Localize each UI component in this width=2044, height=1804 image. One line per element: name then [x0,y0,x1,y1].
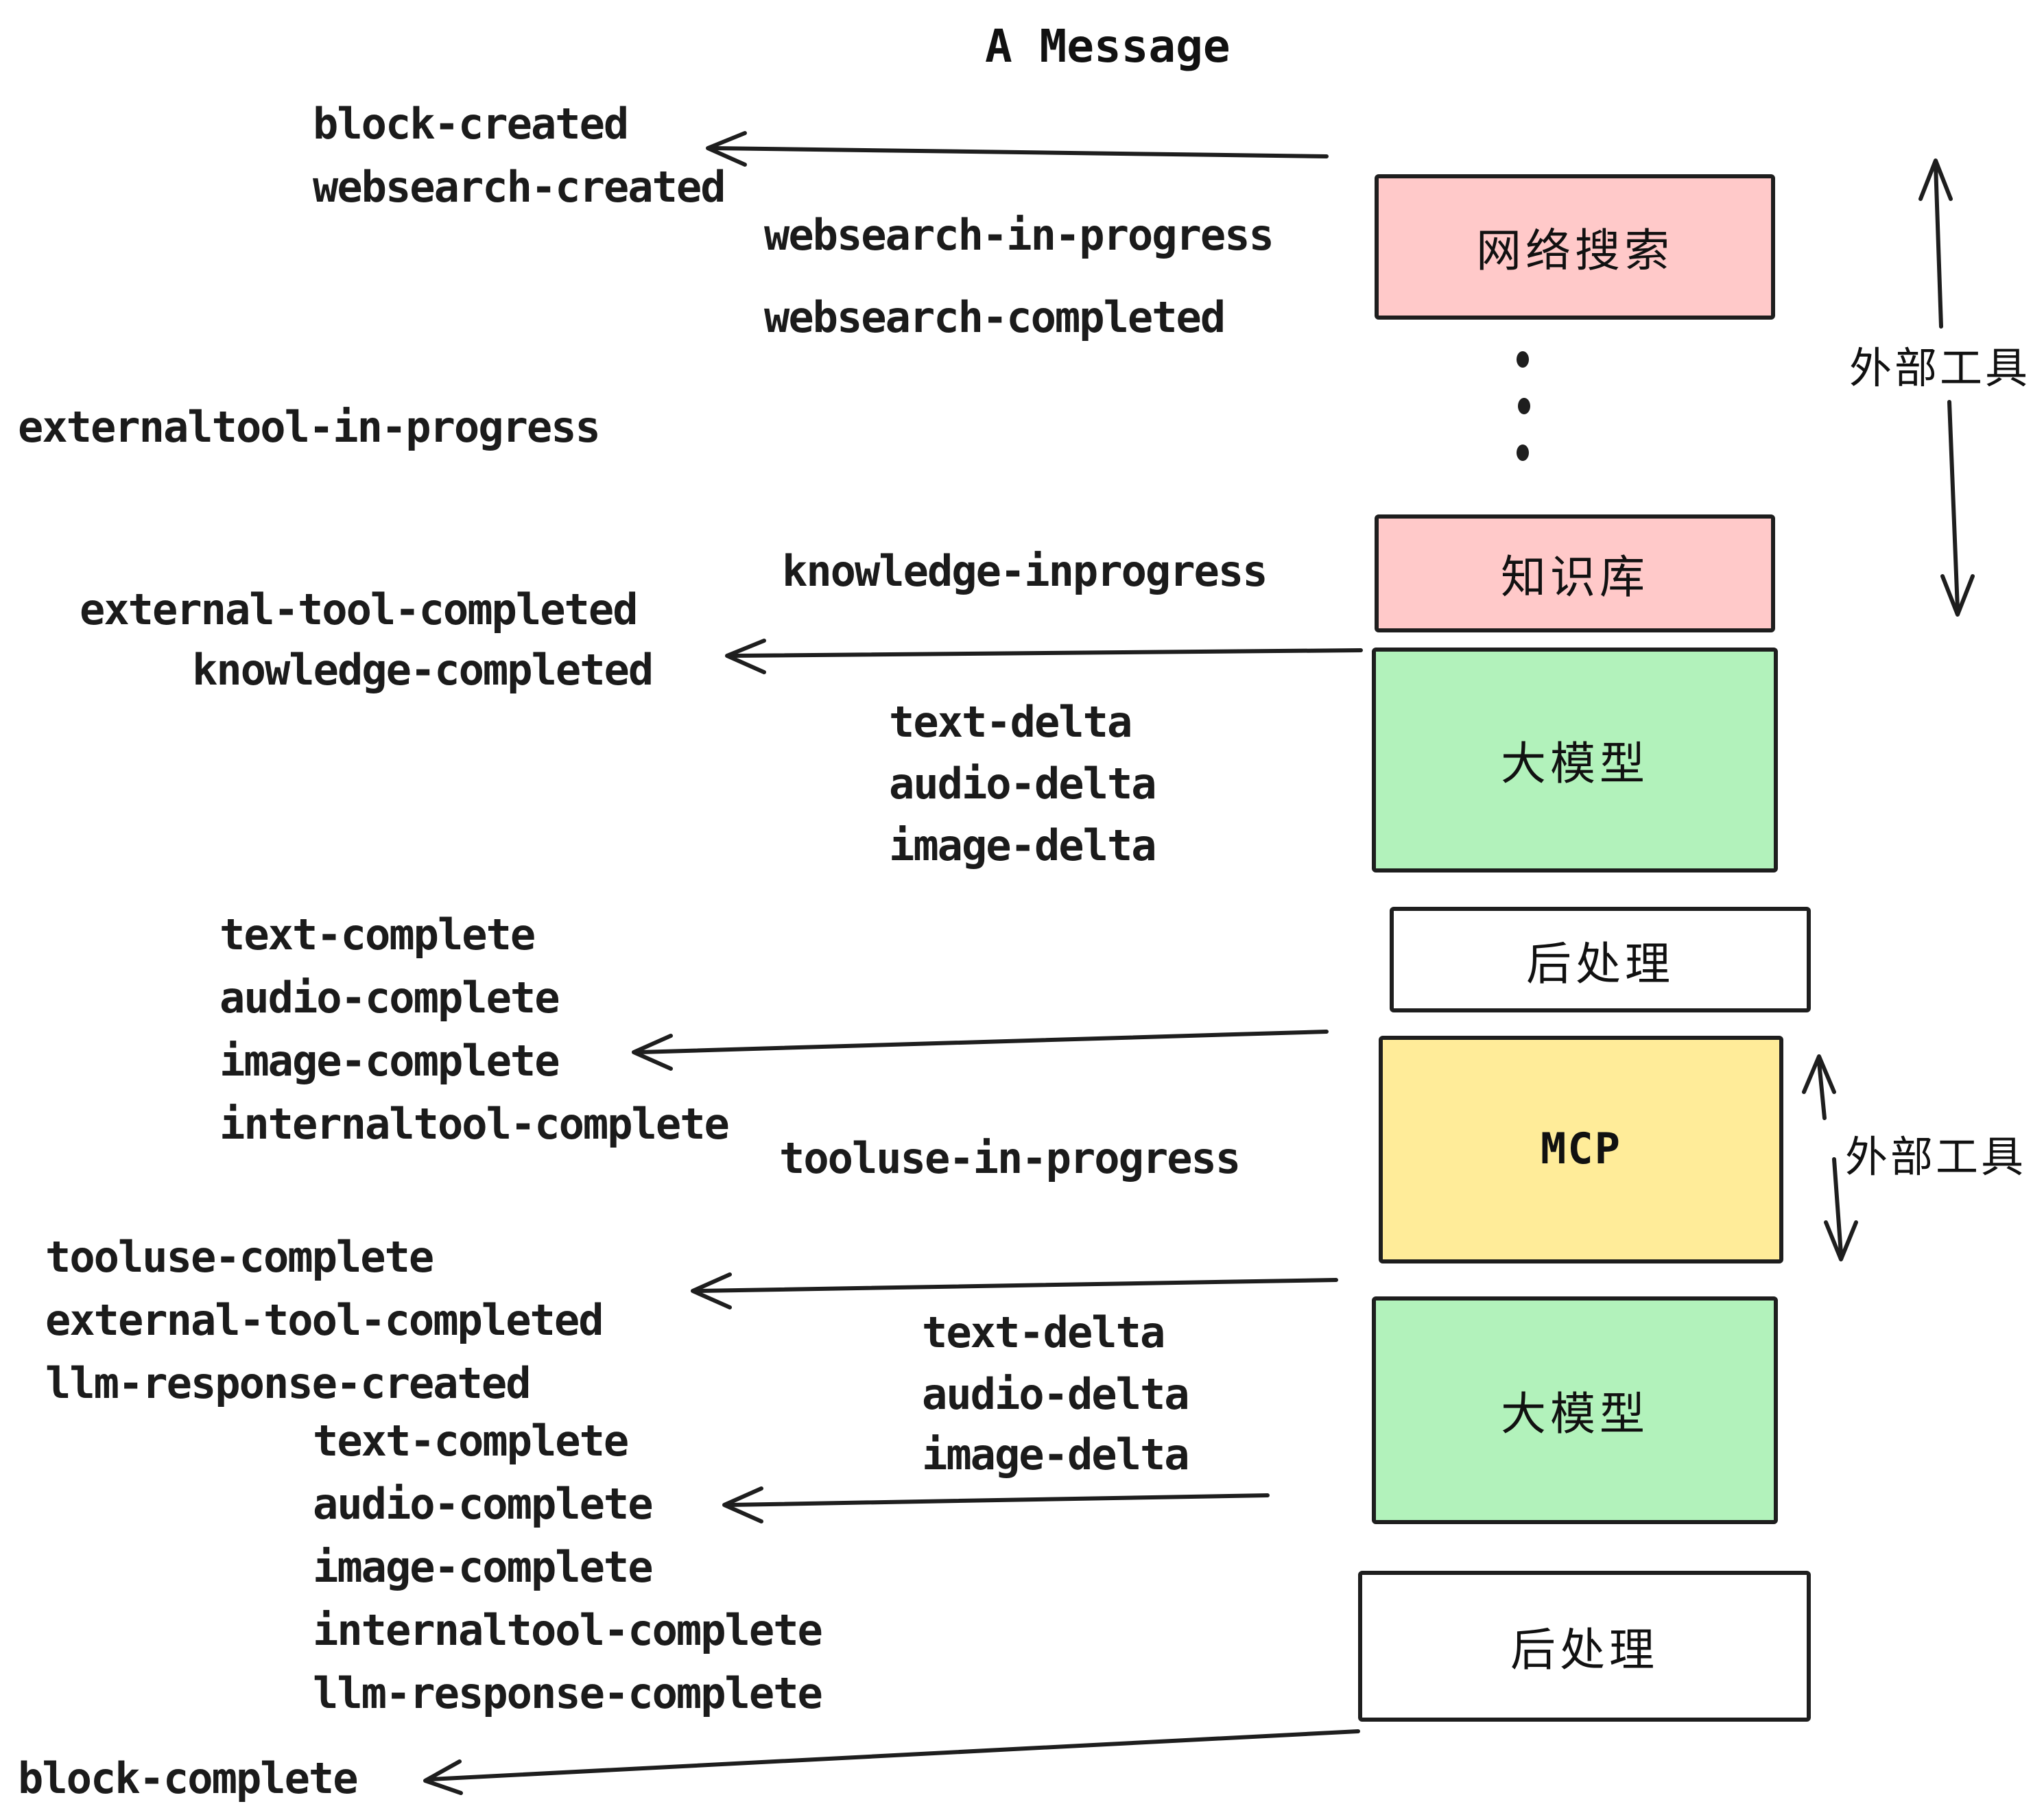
event-label-tooluse-in-progress: tooluse-in-progress [779,1135,1241,1184]
left-arrow-block-complete [423,1729,1360,1795]
event-label-websearch-in-progress: websearch-in-progress [764,211,1274,261]
left-arrow-websearch-created [706,131,1329,167]
left-arrow-audio-complete [722,1486,1270,1523]
box-llm-2-label: 大模型 [1501,1387,1649,1440]
external-tools-label-top: 外部工具 [1849,344,2030,394]
down-arrow-external-tools-top [1940,400,1975,617]
left-arrow-knowledge-completed [725,639,1363,674]
event-label-llm-response-complete: llm-response-complete [313,1670,823,1719]
box-mcp: MCP [1379,1036,1783,1263]
event-label-audio-complete-1: audio-complete [219,974,560,1023]
event-label-text-delta-2: text-delta [922,1309,1165,1358]
box-llm-2: 大模型 [1372,1296,1778,1524]
event-label-text-complete-1: text-complete [219,911,536,960]
event-label-knowledge-completed: knowledge-completed [192,646,654,696]
event-label-external-tool-completed-2: external-tool-completed [45,1296,604,1346]
box-llm-1-label: 大模型 [1501,737,1649,790]
event-label-image-delta-1: image-delta [889,822,1157,871]
diagram-title: A Message [985,19,1231,73]
box-mcp-label: MCP [1541,1125,1621,1174]
left-arrow-tooluse-complete [691,1272,1338,1309]
up-arrow-external-tools-top [1918,158,1953,329]
box-knowledge: 知识库 [1375,514,1775,632]
external-tools-label-bottom: 外部工具 [1845,1133,2026,1183]
left-arrow-image-complete [632,1030,1329,1071]
event-label-internaltool-complete-1: internaltool-complete [219,1100,730,1150]
event-label-knowledge-inprogress: knowledge-inprogress [782,547,1268,597]
vertical-ellipsis-icon [1517,351,1530,461]
box-knowledge-label: 知识库 [1501,550,1649,604]
event-label-block-created: block-created [313,100,629,150]
event-label-block-complete: block-complete [18,1755,359,1804]
box-postprocess-1-label: 后处理 [1526,936,1674,990]
box-websearch: 网络搜索 [1375,174,1775,320]
event-label-internaltool-complete-2: internaltool-complete [313,1606,823,1656]
box-postprocess-1: 后处理 [1390,907,1811,1012]
event-label-websearch-created: websearch-created [313,163,726,213]
event-label-image-delta-2: image-delta [922,1431,1190,1480]
event-label-websearch-completed: websearch-completed [764,294,1226,343]
event-label-externaltool-in-progress: externaltool-in-progress [18,403,601,453]
event-label-image-complete-2: image-complete [313,1543,654,1593]
event-label-audio-complete-2: audio-complete [313,1480,654,1530]
box-llm-1: 大模型 [1372,648,1778,873]
event-label-text-complete-2: text-complete [313,1417,629,1467]
event-label-text-delta-1: text-delta [889,698,1132,748]
event-label-audio-delta-1: audio-delta [889,760,1157,809]
event-label-image-complete-1: image-complete [219,1037,560,1087]
box-postprocess-2: 后处理 [1358,1571,1811,1722]
up-arrow-external-tools-bottom [1802,1054,1836,1120]
box-websearch-label: 网络搜索 [1476,224,1674,277]
event-label-audio-delta-2: audio-delta [922,1370,1190,1420]
box-postprocess-2-label: 后处理 [1510,1623,1659,1676]
event-label-external-tool-completed: external-tool-completed [80,586,639,635]
event-label-llm-response-created: llm-response-created [45,1360,532,1409]
event-label-tooluse-complete: tooluse-complete [45,1233,434,1283]
